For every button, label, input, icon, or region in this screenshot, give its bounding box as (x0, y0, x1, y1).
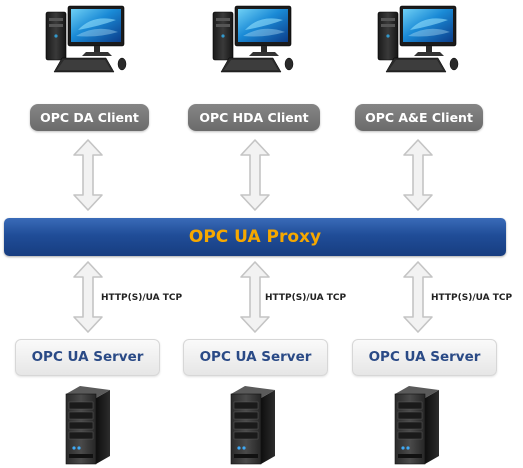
client-label-hda: OPC HDA Client (188, 104, 320, 131)
server-tower-icon (394, 385, 440, 465)
client-label-ae: OPC A&E Client (355, 104, 483, 131)
double-arrow-icon (240, 139, 270, 211)
server-label: OPC UA Server (352, 339, 497, 376)
double-arrow-icon (73, 261, 103, 333)
server-tower-icon (230, 385, 276, 465)
double-arrow-icon (403, 261, 433, 333)
client-label-da: OPC DA Client (30, 104, 149, 131)
double-arrow-icon (73, 139, 103, 211)
desktop-computer-icon (212, 5, 294, 73)
desktop-computer-icon (377, 5, 459, 73)
double-arrow-icon (403, 139, 433, 211)
server-tower-icon (65, 385, 111, 465)
protocol-label: HTTP(S)/UA TCP (431, 293, 513, 303)
protocol-label: HTTP(S)/UA TCP (101, 293, 183, 303)
protocol-label: HTTP(S)/UA TCP (265, 293, 347, 303)
server-label: OPC UA Server (15, 339, 160, 376)
desktop-computer-icon (45, 5, 127, 73)
proxy-bar: OPC UA Proxy (4, 218, 506, 256)
proxy-label: OPC UA Proxy (188, 227, 322, 247)
server-label: OPC UA Server (183, 339, 328, 376)
